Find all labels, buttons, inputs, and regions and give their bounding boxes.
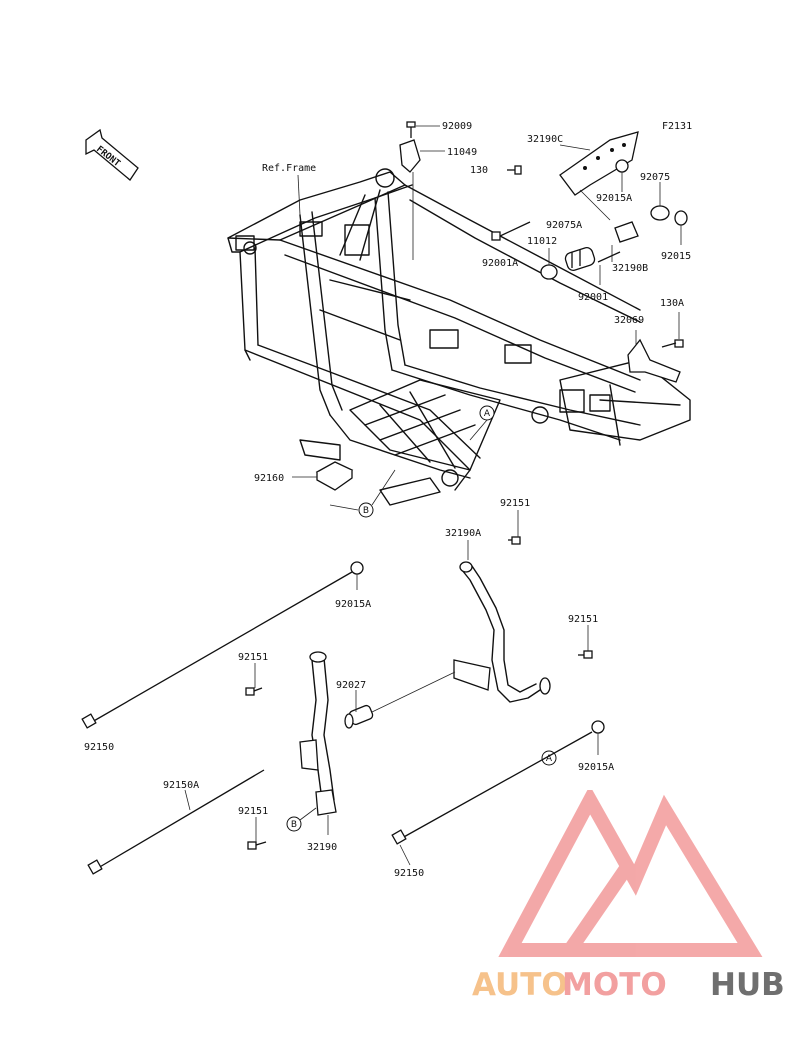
watermark-moto: MOTO <box>562 967 667 1003</box>
mount-32190b <box>564 247 596 271</box>
label-92151-top: 92151 <box>500 498 530 509</box>
vehicle-frame <box>227 168 691 506</box>
pad-92160 <box>315 461 354 491</box>
label-32190a: 32190A <box>445 528 481 539</box>
nut-92015a-lower <box>591 720 605 734</box>
label-92151-left: 92151 <box>238 652 268 663</box>
bolt-92150a <box>87 769 265 875</box>
logo-triangle-icon <box>498 790 763 957</box>
label-92015: 92015 <box>661 251 691 262</box>
nut-92015a <box>615 159 629 173</box>
label-92150-main: 92150 <box>84 742 114 753</box>
marker-b-lower <box>286 816 302 832</box>
label-92001a: 92001A <box>482 258 518 269</box>
svg-text:B: B <box>363 506 369 516</box>
label-92015a-lower: 92015A <box>578 762 614 773</box>
label-92151-lowleft: 92151 <box>238 806 268 817</box>
label-32069: 32069 <box>614 315 644 326</box>
svg-text:B: B <box>291 820 297 830</box>
label-130: 130 <box>470 165 488 176</box>
collar-11012 <box>540 264 558 280</box>
spacer-92075a <box>614 221 639 243</box>
label-92009: 92009 <box>442 121 472 132</box>
label-92015a-mid: 92015A <box>335 599 371 610</box>
label-92160: 92160 <box>254 473 284 484</box>
watermark-hub: HUB <box>710 967 785 1003</box>
plate-32190c <box>559 131 639 196</box>
label-92151-right: 92151 <box>568 614 598 625</box>
nut-92015 <box>674 210 688 226</box>
bracket-32190a <box>461 569 541 703</box>
label-92075: 92075 <box>640 172 670 183</box>
nut-92015a-mid <box>350 561 364 575</box>
bracket-11049 <box>399 139 421 173</box>
svg-text:A: A <box>484 409 491 419</box>
washer-92075 <box>650 205 670 221</box>
label-32190c: 32190C <box>527 134 563 145</box>
label-92150a: 92150A <box>163 780 199 791</box>
marker-b-frame <box>358 502 374 518</box>
svg-text:A: A <box>546 754 553 764</box>
label-92027: 92027 <box>336 680 366 691</box>
label-92015a-top: 92015A <box>596 193 632 204</box>
label-32190: 32190 <box>307 842 337 853</box>
bracket-32069 <box>627 338 681 383</box>
bolt-92150-lower <box>391 731 593 845</box>
bracket-32190 <box>311 659 323 801</box>
bolt-92001a <box>491 221 531 241</box>
bolt-92009 <box>406 121 416 138</box>
label-11049: 11049 <box>447 147 477 158</box>
label-130a: 130A <box>660 298 684 309</box>
label-92150-lower: 92150 <box>394 868 424 879</box>
front-arrow-icon: FRONT <box>85 128 139 181</box>
label-92001: 92001 <box>578 292 608 303</box>
label-32190b: 32190B <box>612 263 648 274</box>
watermark-auto: AUTO <box>472 967 568 1003</box>
ref-frame-label: Ref.Frame <box>262 163 316 174</box>
spacer-92027 <box>344 704 374 729</box>
diagram-code: F2131 <box>662 121 692 132</box>
label-11012: 11012 <box>527 236 557 247</box>
label-92075a: 92075A <box>546 220 582 231</box>
automotohub-watermark: AUTO MOTO HUB <box>472 790 785 1003</box>
bolt-92150-main <box>81 571 353 729</box>
